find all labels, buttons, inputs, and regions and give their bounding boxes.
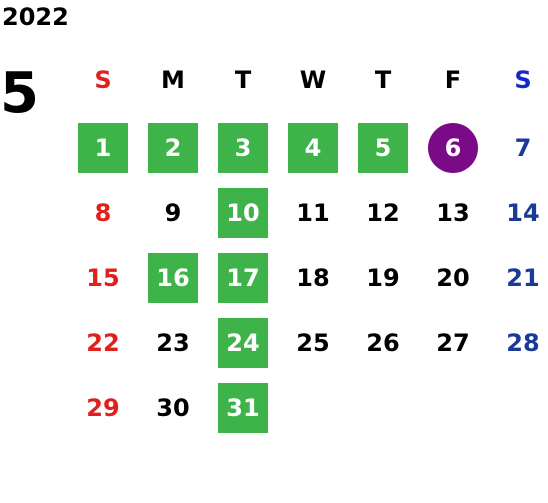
- day-number: 26: [366, 328, 400, 357]
- day-number: 14: [506, 198, 540, 227]
- day-number: 13: [436, 198, 470, 227]
- day-cell[interactable]: 30: [138, 365, 208, 430]
- day-number: 29: [86, 393, 120, 422]
- day-number: 8: [94, 198, 112, 227]
- day-cell[interactable]: 25: [278, 300, 348, 365]
- day-cell[interactable]: 17: [208, 235, 278, 303]
- day-cell[interactable]: 29: [68, 365, 138, 430]
- day-cell[interactable]: 31: [208, 365, 278, 433]
- day-cell[interactable]: 10: [208, 170, 278, 238]
- highlighted-day-number: 31: [218, 382, 268, 433]
- day-cell[interactable]: 1: [68, 105, 138, 173]
- day-number: 15: [86, 263, 120, 292]
- day-cell[interactable]: 21: [488, 235, 548, 300]
- day-cell[interactable]: 11: [278, 170, 348, 235]
- day-number: 27: [436, 328, 470, 357]
- day-cell[interactable]: 27: [418, 300, 488, 365]
- day-number: 30: [156, 393, 190, 422]
- day-cell[interactable]: 5: [348, 105, 418, 173]
- calendar-year: 2022: [2, 3, 69, 31]
- day-number: 11: [296, 198, 330, 227]
- day-number: 25: [296, 328, 330, 357]
- calendar-month: 5: [0, 61, 39, 126]
- day-cell[interactable]: 14: [488, 170, 548, 235]
- weekday-header: T: [234, 66, 252, 94]
- day-number: 21: [506, 263, 540, 292]
- weekday-header: W: [299, 66, 327, 94]
- highlighted-day-number: 17: [218, 252, 268, 303]
- day-cell[interactable]: 12: [348, 170, 418, 235]
- weekday-header: T: [374, 66, 392, 94]
- day-number: 22: [86, 328, 120, 357]
- day-cell[interactable]: 18: [278, 235, 348, 300]
- day-number: 23: [156, 328, 190, 357]
- day-cell[interactable]: 19: [348, 235, 418, 300]
- day-number: 18: [296, 263, 330, 292]
- day-cell[interactable]: 26: [348, 300, 418, 365]
- day-cell[interactable]: 28: [488, 300, 548, 365]
- highlighted-day-number: 1: [78, 122, 128, 173]
- weekday-header: M: [161, 66, 185, 94]
- day-cell[interactable]: 15: [68, 235, 138, 300]
- highlighted-day-number: 4: [288, 122, 338, 173]
- day-cell[interactable]: 16: [138, 235, 208, 303]
- selected-day-number: 6: [428, 122, 478, 173]
- weekday-header: S: [94, 66, 112, 94]
- day-number: 20: [436, 263, 470, 292]
- day-number: 19: [366, 263, 400, 292]
- highlighted-day-number: 5: [358, 122, 408, 173]
- highlighted-day-number: 24: [218, 317, 268, 368]
- day-number: 12: [366, 198, 400, 227]
- day-cell[interactable]: 9: [138, 170, 208, 235]
- day-cell[interactable]: 2: [138, 105, 208, 173]
- day-cell[interactable]: 4: [278, 105, 348, 173]
- highlighted-day-number: 3: [218, 122, 268, 173]
- day-cell[interactable]: 8: [68, 170, 138, 235]
- day-cell[interactable]: 24: [208, 300, 278, 368]
- day-cell[interactable]: 6: [418, 105, 488, 173]
- highlighted-day-number: 16: [148, 252, 198, 303]
- day-cell[interactable]: 3: [208, 105, 278, 173]
- day-cell[interactable]: 23: [138, 300, 208, 365]
- day-cell[interactable]: 13: [418, 170, 488, 235]
- day-number: 28: [506, 328, 540, 357]
- weekday-header: F: [444, 66, 462, 94]
- day-cell[interactable]: 20: [418, 235, 488, 300]
- day-number: 7: [514, 133, 532, 162]
- day-cell[interactable]: 22: [68, 300, 138, 365]
- highlighted-day-number: 2: [148, 122, 198, 173]
- day-cell[interactable]: 7: [488, 105, 548, 170]
- weekday-header: S: [514, 66, 532, 94]
- highlighted-day-number: 10: [218, 187, 268, 238]
- day-number: 9: [164, 198, 182, 227]
